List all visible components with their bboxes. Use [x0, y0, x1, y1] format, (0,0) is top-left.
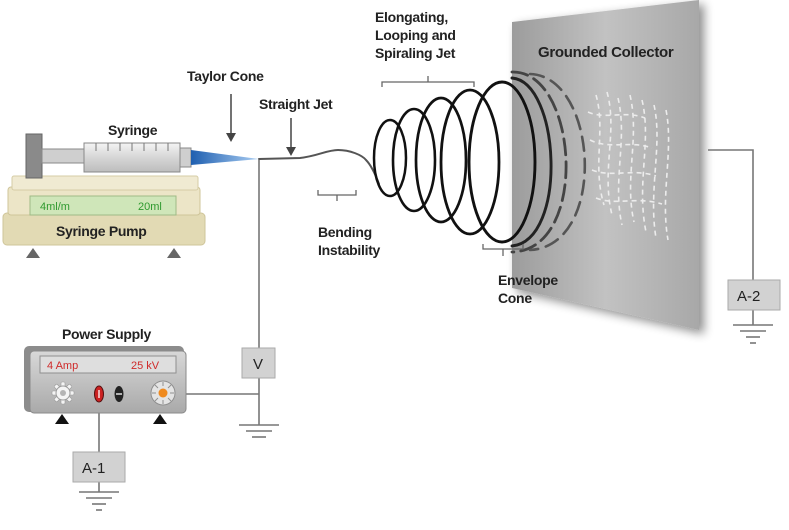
power-voltage-readout: 25 kV	[131, 360, 160, 372]
taylor-cone-label: Taylor Cone	[187, 68, 264, 84]
negative-terminal[interactable]	[114, 386, 124, 402]
positive-terminal[interactable]	[94, 385, 104, 403]
syringe-pump	[2, 175, 206, 258]
ammeter-2-label: A-2	[737, 288, 760, 305]
elongating-label-line3: Spiraling Jet	[375, 45, 456, 61]
wiring	[98, 149, 754, 492]
gear-icon[interactable]	[51, 381, 75, 405]
grounded-collector-label: Grounded Collector	[538, 44, 674, 61]
voltmeter-label: V	[253, 356, 263, 373]
elongating-label-line2: Looping and	[375, 27, 456, 43]
straight-jet-label: Straight Jet	[259, 96, 333, 112]
straight-jet-arrow	[286, 118, 296, 156]
ground-symbol-ammeter-2	[733, 324, 773, 344]
ammeter-1	[72, 451, 126, 483]
syringe-pump-label: Syringe Pump	[56, 223, 147, 239]
collected-fibers	[587, 91, 670, 241]
voltage-dial-icon[interactable]	[150, 380, 176, 406]
envelope-label-line1: Envelope	[498, 272, 558, 288]
pump-display	[29, 195, 177, 216]
envelope-cone-bracket	[482, 244, 524, 256]
power-supply-label: Power Supply	[62, 326, 151, 342]
grounded-collector	[512, 0, 699, 330]
power-current-readout: 4 Amp	[47, 360, 78, 372]
syringe-label: Syringe	[108, 122, 158, 138]
envelope-label-line2: Cone	[498, 290, 532, 306]
ground-symbol-voltmeter	[239, 424, 279, 438]
pump-rate-readout: 4ml/m	[40, 201, 70, 213]
electrospinning-jet	[258, 70, 587, 254]
voltmeter	[241, 347, 276, 379]
elongating-label-line1: Elongating,	[375, 9, 448, 25]
syringe	[25, 133, 192, 179]
ammeter-1-label: A-1	[82, 460, 105, 477]
pump-volume-readout: 20ml	[138, 201, 162, 213]
taylor-cone-arrow	[226, 94, 236, 142]
bending-label-line2: Instability	[318, 242, 381, 258]
ground-symbol-ammeter-1	[79, 491, 119, 511]
elongating-jet-bracket	[381, 76, 475, 87]
taylor-cone	[191, 150, 259, 165]
ammeter-2	[727, 279, 781, 311]
bending-instability-bracket	[317, 190, 357, 201]
bending-label-line1: Bending	[318, 224, 372, 240]
power-display	[39, 355, 177, 374]
